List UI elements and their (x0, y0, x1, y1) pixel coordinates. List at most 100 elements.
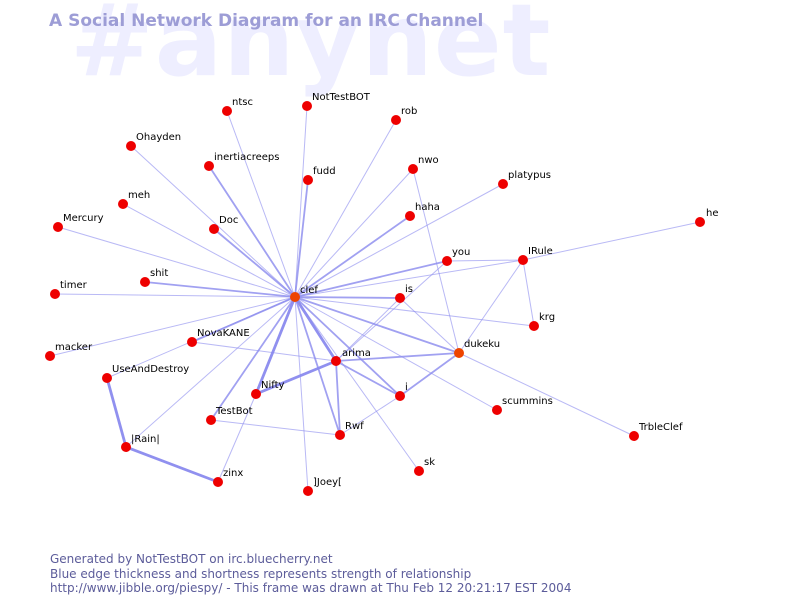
node-label-krg: krg (539, 312, 555, 323)
node-UseAndDestroy (102, 373, 112, 383)
node-label-ntsc: ntsc (232, 97, 253, 108)
edge-clef-Doc (213, 228, 296, 298)
node-label-shit: shit (150, 268, 168, 279)
edge-arima-Rwf (335, 360, 341, 436)
node-shit (140, 277, 150, 287)
node-label-rob: rob (401, 106, 417, 117)
node-label-Rwf: Rwf (345, 421, 364, 432)
node-haha (405, 211, 415, 221)
edge-arima-i (335, 360, 401, 397)
node-platypus (498, 179, 508, 189)
edge-clef-Mercury (57, 226, 296, 298)
node-label-meh: meh (128, 190, 150, 201)
edge-clef-i (294, 296, 401, 397)
edge-clef-platypus (294, 183, 504, 298)
node-TestBot (206, 415, 216, 425)
edge-arima-dukeku (335, 352, 460, 362)
node-zinx (213, 477, 223, 487)
edge-i-dukeku (399, 352, 460, 397)
node-Nifty (251, 389, 261, 399)
node-Mercury (53, 222, 63, 232)
node-nwo (408, 164, 418, 174)
edge-clef-UseAndDestroy (106, 296, 296, 379)
edge-clef-haha (294, 215, 411, 298)
edge-clef-ntsc (226, 110, 296, 298)
edges-layer (49, 105, 701, 492)
node-inertiacreeps (204, 161, 214, 171)
node-label-haha: haha (415, 202, 440, 213)
node-timer (50, 289, 60, 299)
node-is (395, 293, 405, 303)
node-Doc (209, 224, 219, 234)
node-dukeku (454, 348, 464, 358)
node-Rain (121, 442, 131, 452)
edge-clef-arima (293, 295, 338, 363)
edge-clef-is (294, 296, 401, 299)
node-krg (529, 321, 539, 331)
node-label-sk: sk (424, 457, 435, 468)
node-arima (331, 356, 341, 366)
edge-dukeku-TrbleClef (458, 352, 635, 437)
node-Rwf (335, 430, 345, 440)
node-rob (391, 115, 401, 125)
node-label-he: he (706, 208, 719, 219)
edge-NovaKANE-arima (191, 341, 337, 362)
node-label-scummins: scummins (502, 396, 553, 407)
edge-clef-Rain (125, 296, 296, 448)
node-Ohayden (126, 141, 136, 151)
node-label-arima: arima (342, 348, 371, 359)
node-clef (290, 292, 300, 302)
edge-nwo-dukeku (412, 168, 460, 354)
node-label-nwo: nwo (418, 155, 439, 166)
node-label-fudd: fudd (313, 166, 336, 177)
node-you (442, 256, 452, 266)
edge-IRule-krg (522, 259, 535, 327)
edge-clef-inertiacreeps (208, 165, 296, 298)
edge-clef-macker (49, 296, 296, 357)
node-label-Mercury: Mercury (63, 213, 104, 224)
edge-Rain-zinx (124, 445, 220, 484)
node-sk (414, 466, 424, 476)
node-label-macker: macker (55, 342, 93, 353)
edge-Nifty-zinx (217, 393, 257, 483)
node-label-Rain: |Rain| (131, 434, 160, 445)
edge-clef-Rwf (294, 296, 341, 436)
node-label-NovaKANE: NovaKANE (197, 328, 250, 339)
node-NotTestBOT (302, 101, 312, 111)
node-label-Joey: ]Joey[ (313, 477, 342, 488)
node-label-clef: clef (300, 285, 318, 296)
node-fudd (303, 175, 313, 185)
node-he (695, 217, 705, 227)
node-label-you: you (452, 247, 470, 258)
node-label-Ohayden: Ohayden (136, 132, 181, 143)
node-label-Doc: Doc (219, 215, 238, 226)
edge-is-dukeku (399, 297, 460, 354)
node-i (395, 391, 405, 401)
node-label-dukeku: dukeku (464, 339, 500, 350)
node-Joey (303, 486, 313, 496)
node-IRule (518, 255, 528, 265)
channel-watermark: #anynet (70, 0, 552, 99)
footer-legend-line: Blue edge thickness and shortness repres… (50, 566, 472, 581)
edge-IRule-dukeku (458, 259, 524, 354)
edge-clef-sk (294, 296, 420, 472)
edge-clef-TestBot (210, 296, 296, 421)
edge-IRule-he (522, 221, 701, 261)
node-label-IRule: IRule (528, 246, 553, 257)
edge-clef-Joey (294, 296, 309, 492)
edge-clef-shit (144, 281, 296, 298)
footer-timestamp-line: http://www.jibble.org/piespy/ - This fra… (50, 581, 572, 595)
node-label-UseAndDestroy: UseAndDestroy (112, 364, 189, 375)
node-TrbleClef (629, 431, 639, 441)
footer-generator-line: Generated by NotTestBOT on irc.bluecherr… (50, 552, 333, 566)
node-label-TrbleClef: TrbleClef (638, 422, 683, 433)
node-label-TestBot: TestBot (215, 406, 253, 417)
node-NovaKANE (187, 337, 197, 347)
edge-clef-meh (122, 203, 296, 298)
edge-clef-rob (294, 119, 397, 298)
edge-UseAndDestroy-Rain (105, 376, 128, 449)
edge-i-Rwf (339, 395, 401, 436)
edge-is-arima (335, 297, 401, 362)
